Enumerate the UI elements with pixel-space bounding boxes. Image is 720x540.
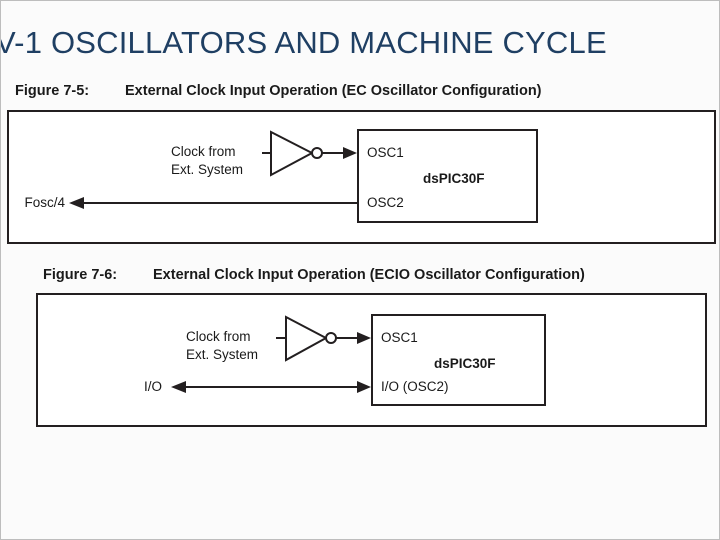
chip-name-label: dsPIC30F: [423, 171, 485, 186]
figure-7-6-schematic: Clock from Ext. System OSC1 dsPIC30F I/O…: [38, 295, 705, 425]
page-title: V-1 OSCILLATORS AND MACHINE CYCLE: [0, 25, 607, 60]
dspic30f-chip-body: [357, 129, 538, 223]
fosc4-output-label: Fosc/4: [24, 195, 65, 210]
io-output-label: I/O: [143, 379, 162, 394]
figure-7-5-caption-text: External Clock Input Operation (EC Oscil…: [125, 83, 542, 99]
figure-7-6-caption: Figure 7-6: External Clock Input Operatio…: [43, 267, 585, 283]
clock-source-label-line1: Clock from: [186, 329, 251, 344]
figure-7-6-frame: Clock from Ext. System OSC1 dsPIC30F I/O…: [36, 293, 707, 427]
figure-7-5-frame: Clock from Ext. System OSC1 dsPIC30F OSC…: [7, 110, 716, 244]
figure-7-5-caption-label: Figure 7-5:: [15, 83, 90, 99]
figure-7-5-caption: Figure 7-5: External Clock Input Operatio…: [15, 83, 542, 99]
clock-source-label-line2: Ext. System: [171, 162, 244, 177]
figure-7-5-schematic: Clock from Ext. System OSC1 dsPIC30F OSC…: [9, 112, 714, 242]
pin-label-osc2: OSC2: [367, 195, 404, 210]
clock-source-label-line2: Ext. System: [186, 347, 259, 362]
dspic30f-chip-body: [371, 314, 546, 406]
figure-7-6-caption-text: External Clock Input Operation (ECIO Osc…: [153, 267, 585, 283]
chip-name-label: dsPIC30F: [434, 356, 496, 371]
pin-label-osc1: OSC1: [381, 330, 418, 345]
figure-7-6-caption-label: Figure 7-6:: [43, 267, 118, 283]
pin-label-osc1: OSC1: [367, 145, 404, 160]
figure-7-5-wiring: [69, 130, 357, 209]
pin-label-io-osc2: I/O (OSC2): [381, 379, 449, 394]
figure-7-6-wiring: [171, 315, 371, 393]
clock-source-label-line1: Clock from: [171, 144, 236, 159]
